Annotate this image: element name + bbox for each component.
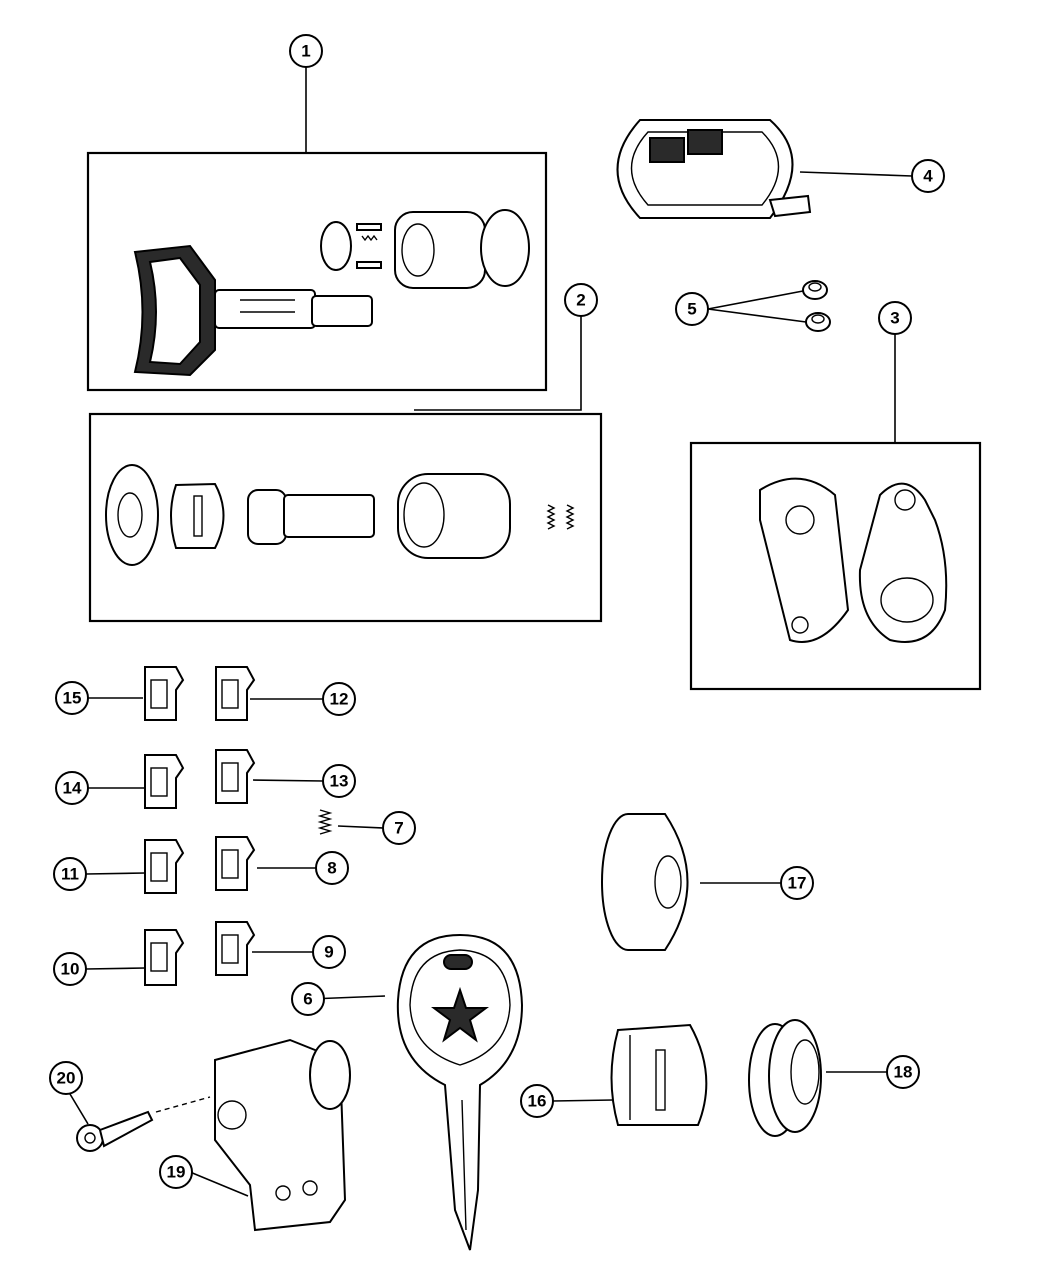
lock-bracket-drawing bbox=[214, 1038, 351, 1232]
coil-spring-drawing bbox=[748, 1019, 822, 1137]
lock-housing-drawing bbox=[610, 1023, 708, 1126]
svg-text:8: 8 bbox=[327, 859, 336, 878]
spring-drawing bbox=[317, 809, 333, 835]
svg-text:18: 18 bbox=[894, 1063, 913, 1082]
lever-kit-box bbox=[689, 441, 982, 691]
svg-text:17: 17 bbox=[788, 874, 807, 893]
svg-text:15: 15 bbox=[63, 689, 82, 708]
callout-2: 2 bbox=[564, 283, 598, 317]
callout-4: 4 bbox=[911, 159, 945, 193]
callout-19: 19 bbox=[159, 1155, 193, 1189]
callout-12: 12 bbox=[322, 682, 356, 716]
callout-1: 1 bbox=[289, 34, 323, 68]
svg-text:11: 11 bbox=[61, 865, 79, 884]
callout-18: 18 bbox=[886, 1055, 920, 1089]
svg-text:4: 4 bbox=[923, 167, 933, 186]
callout-14: 14 bbox=[55, 771, 89, 805]
callout-20: 20 bbox=[49, 1061, 83, 1095]
leader-lines bbox=[69, 67, 913, 1197]
tumbler-wafers-drawing bbox=[144, 666, 256, 986]
ignition-lock-kit-box bbox=[86, 151, 548, 392]
callout-10: 10 bbox=[53, 952, 87, 986]
svg-text:19: 19 bbox=[167, 1163, 186, 1182]
svg-text:20: 20 bbox=[57, 1069, 76, 1088]
svg-text:2: 2 bbox=[576, 291, 585, 310]
door-lock-cylinder-drawing bbox=[105, 464, 575, 566]
callout-6: 6 bbox=[291, 982, 325, 1016]
svg-text:14: 14 bbox=[63, 779, 82, 798]
svg-text:9: 9 bbox=[324, 943, 333, 962]
key-drawing bbox=[396, 933, 524, 1251]
callout-11: 11 bbox=[53, 857, 87, 891]
plug-caps-drawing bbox=[802, 280, 831, 332]
svg-text:3: 3 bbox=[890, 309, 899, 328]
callout-7: 7 bbox=[382, 811, 416, 845]
svg-text:7: 7 bbox=[394, 819, 403, 838]
screw-drawing bbox=[76, 1096, 211, 1152]
ignition-lock-cylinder-drawing bbox=[133, 209, 530, 377]
callout-15: 15 bbox=[55, 681, 89, 715]
lever-arms-drawing bbox=[759, 477, 948, 643]
svg-text:13: 13 bbox=[330, 772, 349, 791]
callout-13: 13 bbox=[322, 764, 356, 798]
door-lock-kit-box bbox=[88, 412, 603, 623]
key-fob-drawing bbox=[616, 119, 812, 219]
callout-3: 3 bbox=[878, 301, 912, 335]
callout-5: 5 bbox=[675, 292, 709, 326]
svg-text:1: 1 bbox=[301, 42, 310, 61]
svg-text:6: 6 bbox=[303, 990, 312, 1009]
callout-8: 8 bbox=[315, 851, 349, 885]
svg-text:16: 16 bbox=[528, 1092, 547, 1111]
svg-text:12: 12 bbox=[330, 690, 349, 709]
callout-9: 9 bbox=[312, 935, 346, 969]
callout-17: 17 bbox=[780, 866, 814, 900]
svg-text:5: 5 bbox=[687, 300, 696, 319]
svg-text:10: 10 bbox=[61, 960, 80, 979]
callout-16: 16 bbox=[520, 1084, 554, 1118]
grommet-drawing bbox=[601, 813, 689, 951]
